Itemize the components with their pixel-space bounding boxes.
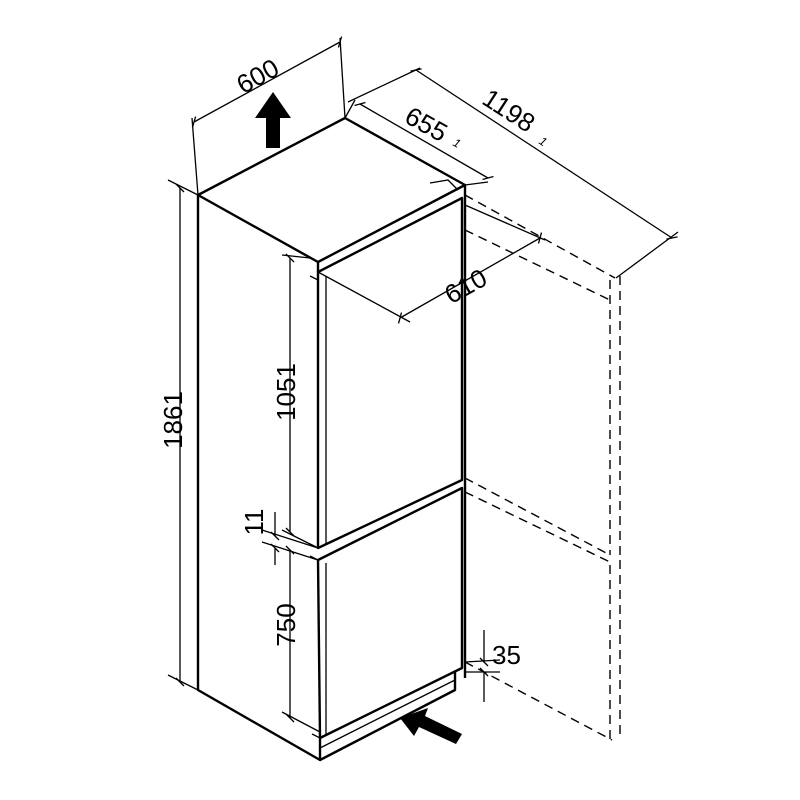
open-depth-label: 1198 <box>477 83 540 139</box>
fridge-cabinet <box>196 116 467 762</box>
dim-door-depth: 610 <box>317 204 546 324</box>
plinth-height-label: 35 <box>492 640 521 670</box>
total-height-label: 1861 <box>158 391 188 449</box>
dim-depth: 655 1 <box>344 99 494 186</box>
fridge-door-height-label: 1051 <box>271 363 301 421</box>
dim-fridge-door-height: 1051 <box>271 253 319 549</box>
depth-label: 655 <box>400 100 452 147</box>
dim-freezer-door-height: 750 <box>271 545 321 733</box>
plinth <box>318 672 457 762</box>
dim-open-depth: 1198 1 <box>347 67 679 279</box>
up-arrow-icon <box>255 92 291 148</box>
dim-total-height: 1861 <box>158 179 199 691</box>
freezer-door-height-label: 750 <box>271 603 301 646</box>
open-depth-footnote: 1 <box>536 134 549 149</box>
dim-plinth-height: 35 <box>464 630 521 702</box>
door-gap-label: 11 <box>239 509 269 536</box>
dim-door-gap: 11 <box>239 509 319 565</box>
door-swing-outline <box>464 194 621 741</box>
freezer-door <box>309 486 464 740</box>
airflow-arrow-icon <box>400 708 462 744</box>
fridge-door <box>309 196 464 550</box>
width-label: 600 <box>231 52 283 99</box>
depth-footnote: 1 <box>451 135 464 150</box>
